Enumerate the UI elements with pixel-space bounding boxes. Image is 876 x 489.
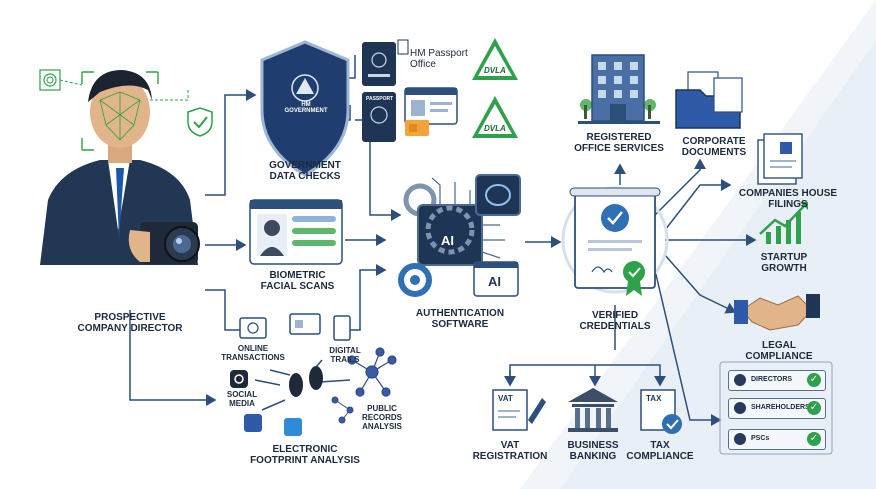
label-line: DIGITAL	[329, 346, 361, 355]
label-tax-compliance: TAX COMPLIANCE	[622, 440, 698, 462]
label-line: REGISTRATION	[472, 451, 548, 462]
label-line: ONLINE	[237, 344, 269, 353]
label-line: MEDIA	[229, 399, 255, 408]
label-line: BANKING	[569, 451, 617, 462]
label-public-records-analysis: PUBLIC RECORDS ANALYSIS	[352, 404, 412, 431]
passport-documents	[362, 39, 458, 142]
compliance-item-directors: DIRECTORS ✓	[728, 370, 826, 391]
ai-window-text: AI	[488, 274, 501, 289]
label-authentication-software: AUTHENTICATION SOFTWARE	[400, 308, 520, 330]
compliance-item-label: SHAREHOLDERS	[751, 404, 810, 411]
footprint-icons	[230, 313, 397, 436]
registered-office-building	[578, 54, 660, 124]
label-line: AUTHENTICATION	[415, 308, 505, 319]
label-line: PUBLIC	[367, 404, 397, 413]
label-line: COMPLIANCE	[745, 351, 813, 362]
label-line: VERIFIED	[591, 310, 639, 321]
label-line: ANALYSIS	[362, 422, 402, 431]
compliance-item-pscs: PSCs ✓	[728, 429, 826, 450]
label-line: TRAILS	[330, 355, 360, 364]
label-electronic-footprint-analysis: ELECTRONIC FOOTPRINT ANALYSIS	[235, 444, 375, 466]
label-prospective-company-director: PROSPECTIVE COMPANY DIRECTOR	[60, 312, 200, 334]
label-line: BUSINESS	[567, 440, 619, 451]
label-line: VAT	[500, 440, 520, 451]
label-vat-registration: VAT REGISTRATION	[470, 440, 550, 462]
hm-government-shield	[260, 40, 350, 177]
check-icon: ✓	[807, 373, 821, 387]
bank-building	[568, 388, 618, 432]
person-icon	[734, 402, 746, 414]
label-line: BIOMETRIC	[269, 270, 326, 281]
label-line: ELECTRONIC	[272, 444, 338, 455]
dvla-text: DVLA	[484, 66, 506, 75]
hmpo-line: HM Passport	[410, 48, 468, 59]
label-legal-compliance: LEGAL COMPLIANCE	[734, 340, 824, 362]
label-line: FOOTPRINT ANALYSIS	[250, 455, 360, 466]
check-icon: ✓	[807, 432, 821, 446]
tax-document	[640, 389, 682, 434]
person-icon	[734, 374, 746, 386]
person-icon	[734, 433, 746, 445]
label-business-banking: BUSINESS BANKING	[555, 440, 631, 462]
verified-credentials-document	[561, 186, 669, 296]
label-line: PROSPECTIVE	[94, 312, 166, 323]
label-line: COMPANY DIRECTOR	[77, 323, 183, 334]
label-companies-house-filings: COMPANIES HOUSE FILINGS	[732, 188, 844, 210]
handshake-icon	[734, 294, 820, 331]
label-online-transactions: ONLINE TRANSACTIONS	[218, 344, 288, 362]
label-line: FILINGS	[768, 199, 808, 210]
label-digital-trails: DIGITAL TRAILS	[320, 346, 370, 364]
label-line: CORPORATE	[682, 136, 746, 147]
passport-text: PASSPORT	[366, 96, 394, 102]
label-verified-credentials: VERIFIED CREDENTIALS	[568, 310, 662, 332]
connectors	[129, 55, 757, 426]
biometric-card	[249, 199, 343, 265]
hm-passport-office-text: HM Passport Office	[410, 48, 468, 70]
label-line: GROWTH	[761, 263, 807, 274]
startup-growth-chart	[759, 202, 808, 244]
compliance-item-shareholders: SHAREHOLDERS ✓	[728, 398, 826, 419]
label-line: REGISTERED	[586, 132, 652, 143]
tax-doc-text: TAX	[646, 394, 662, 403]
label-line: OFFICE SERVICES	[574, 143, 664, 154]
companies-house-docs	[757, 133, 803, 185]
label-line: RECORDS	[361, 413, 402, 422]
label-line: SOFTWARE	[431, 319, 489, 330]
authentication-software	[398, 174, 521, 297]
corporate-documents-folder	[675, 71, 743, 129]
label-social-media: SOCIAL MEDIA	[222, 390, 262, 408]
label-line: GOVERNMENT	[269, 160, 341, 171]
label-line: SOCIAL	[226, 390, 258, 399]
dvla-text-2: DVLA	[484, 124, 506, 133]
vat-doc-text: VAT	[498, 394, 513, 403]
label-line: DATA CHECKS	[269, 171, 341, 182]
compliance-list-frame	[719, 361, 833, 455]
vat-document	[492, 389, 546, 431]
label-line: CREDENTIALS	[579, 321, 651, 332]
label-line: COMPANIES HOUSE	[738, 188, 838, 199]
label-biometric-facial-scans: BIOMETRIC FACIAL SCANS	[245, 270, 350, 292]
label-startup-growth: STARTUP GROWTH	[744, 252, 824, 274]
shield-text: HM GOVERNMENT	[284, 102, 328, 114]
label-line: DOCUMENTS	[681, 147, 747, 158]
label-line: FACIAL SCANS	[260, 281, 335, 292]
director-illustration	[39, 69, 213, 265]
label-line: COMPLIANCE	[626, 451, 694, 462]
label-line: TAX	[650, 440, 670, 451]
label-line: TRANSACTIONS	[221, 353, 285, 362]
label-government-data-checks: GOVERNMENT DATA CHECKS	[250, 160, 360, 182]
label-line: STARTUP	[760, 252, 808, 263]
label-registered-office-services: REGISTERED OFFICE SERVICES	[560, 132, 678, 154]
check-icon: ✓	[807, 401, 821, 415]
hmpo-line: Office	[410, 59, 436, 70]
compliance-item-label: DIRECTORS	[751, 376, 793, 383]
label-corporate-documents: CORPORATE DOCUMENTS	[666, 136, 762, 158]
label-line: LEGAL	[762, 340, 796, 351]
compliance-item-label: PSCs	[751, 435, 770, 442]
ai-chip-text: AI	[441, 233, 454, 248]
